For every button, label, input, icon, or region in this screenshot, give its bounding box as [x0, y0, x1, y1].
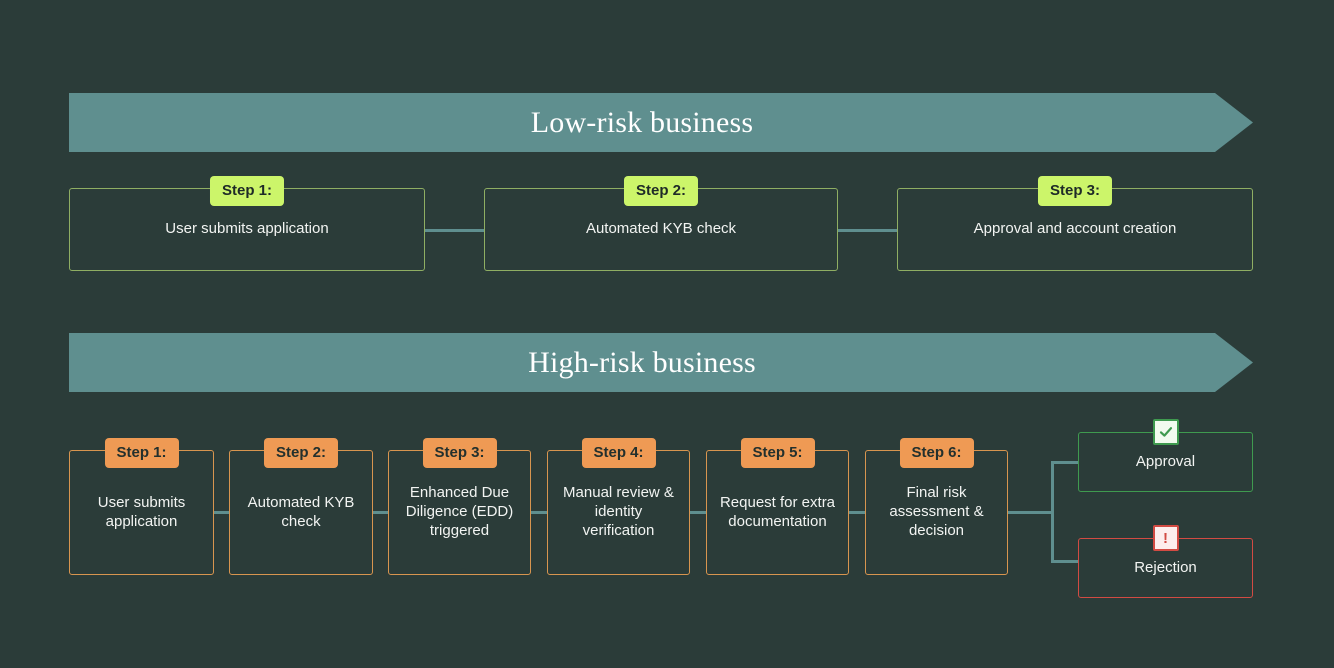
low-risk-step-1[interactable]: Step 1: User submits application: [69, 176, 425, 271]
low-risk-banner: Low-risk business: [69, 93, 1253, 152]
high-risk-step-6-text: Final risk assessment & decision: [889, 484, 984, 539]
connector-low-1-2: [424, 229, 486, 232]
outcome-rejection-text: Rejection: [1134, 558, 1197, 576]
low-risk-step-2-badge: Step 2:: [623, 176, 699, 206]
check-icon: [1152, 419, 1179, 445]
exclamation-icon: !: [1152, 525, 1179, 551]
outcome-approval-text: Approval: [1135, 452, 1196, 470]
low-risk-step-3-badge: Step 3:: [1037, 176, 1113, 206]
high-risk-step-2[interactable]: Step 2: Automated KYB check: [229, 438, 373, 575]
connector-high-4-5: [690, 511, 706, 514]
high-risk-banner-title: High-risk business: [528, 345, 756, 379]
high-risk-step-4-text: Manual review & identity verification: [563, 484, 674, 539]
high-risk-banner: High-risk business: [69, 333, 1253, 392]
low-risk-step-1-text: User submits application: [165, 220, 329, 238]
connector-low-2-3: [837, 229, 899, 232]
low-risk-step-3-text: Approval and account creation: [973, 220, 1177, 238]
connector-high-3-4: [531, 511, 547, 514]
high-risk-step-1-badge: Step 1:: [104, 438, 179, 468]
high-risk-step-3[interactable]: Step 3: Enhanced Due Diligence (EDD) tri…: [388, 438, 531, 575]
low-risk-step-1-badge: Step 1:: [209, 176, 285, 206]
high-risk-step-5-badge: Step 5:: [740, 438, 815, 468]
connector-high-1-2: [214, 511, 230, 514]
high-risk-step-6-badge: Step 6:: [899, 438, 974, 468]
outcome-approval[interactable]: Approval: [1078, 419, 1253, 492]
high-risk-step-2-badge: Step 2:: [263, 438, 339, 468]
high-risk-step-6[interactable]: Step 6: Final risk assessment & decision: [865, 438, 1008, 575]
outcome-rejection[interactable]: ! Rejection: [1078, 525, 1253, 598]
low-risk-step-2-text: Automated KYB check: [585, 220, 737, 238]
high-risk-step-4-badge: Step 4:: [581, 438, 656, 468]
high-risk-step-4[interactable]: Step 4: Manual review & identity verific…: [547, 438, 690, 575]
connector-branch-approval: [1051, 461, 1080, 464]
high-risk-step-3-badge: Step 3:: [422, 438, 497, 468]
low-risk-banner-title: Low-risk business: [530, 105, 754, 139]
high-risk-step-3-text: Enhanced Due Diligence (EDD) triggered: [405, 484, 514, 539]
connector-branch-stem: [1008, 511, 1054, 514]
connector-high-5-6: [849, 511, 865, 514]
connector-high-2-3: [373, 511, 389, 514]
high-risk-step-2-text: Automated KYB check: [247, 493, 355, 530]
connector-branch-rejection: [1051, 560, 1080, 563]
high-risk-step-5-text: Request for extra documentation: [719, 493, 836, 530]
high-risk-step-1[interactable]: Step 1: User submits application: [69, 438, 214, 575]
low-risk-step-3[interactable]: Step 3: Approval and account creation: [897, 176, 1253, 271]
connector-branch-spine: [1051, 461, 1054, 563]
high-risk-step-5[interactable]: Step 5: Request for extra documentation: [706, 438, 849, 575]
low-risk-step-2[interactable]: Step 2: Automated KYB check: [484, 176, 838, 271]
high-risk-step-1-text: User submits application: [97, 493, 186, 530]
